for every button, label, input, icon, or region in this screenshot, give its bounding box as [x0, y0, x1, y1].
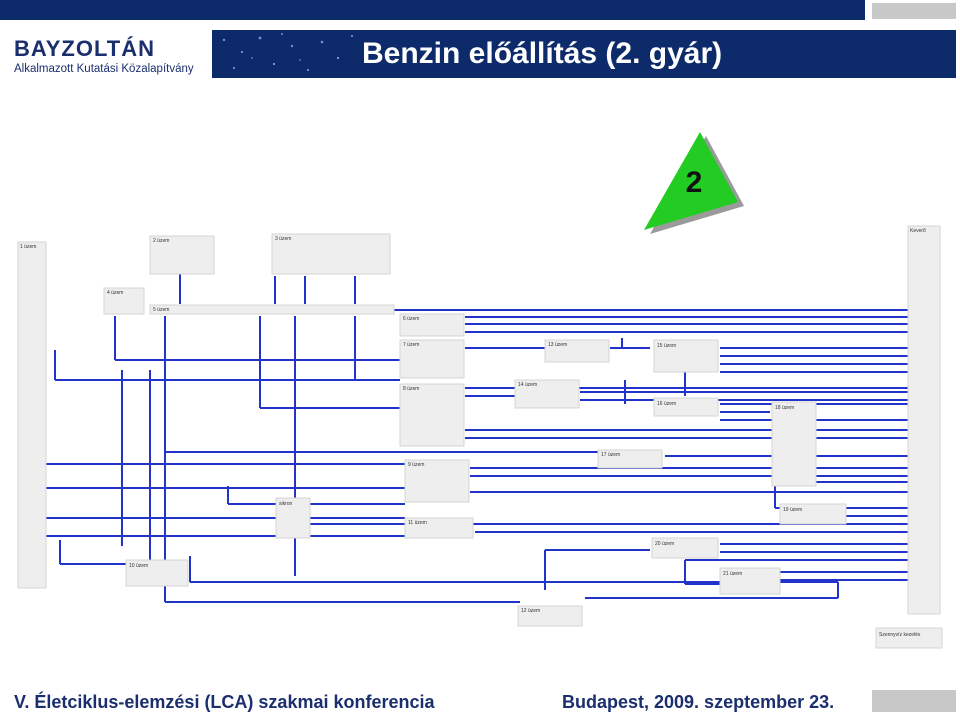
process-box: [719, 567, 781, 595]
process-box: [779, 503, 847, 525]
starfield-decoration: [222, 33, 368, 71]
process-flow-diagram: 1 üzem 2 üzem 3 üzem 4 üzem 5 üzem 6 üze…: [17, 225, 943, 649]
plant-number-badge: 2: [644, 132, 744, 234]
node-label: 11 üzem: [408, 520, 427, 526]
process-box: [544, 339, 610, 363]
node-label: 18 üzem: [775, 405, 794, 411]
node-label: Szennyvíz kezelés: [879, 632, 921, 638]
process-box: [907, 225, 941, 615]
node-label: 19 üzem: [783, 507, 802, 513]
process-box: [103, 287, 145, 315]
process-box: [404, 459, 470, 503]
process-box: [517, 605, 583, 627]
badge-label: 2: [686, 166, 703, 199]
node-label: 3 üzem: [275, 236, 291, 242]
process-box: [149, 304, 395, 315]
node-label: 16 üzem: [657, 401, 676, 407]
node-label: 6 üzem: [403, 316, 419, 322]
process-box: [125, 559, 189, 587]
node-label: 5 üzem: [153, 307, 169, 313]
title-banner: [212, 30, 956, 78]
node-label: Keverő: [910, 228, 926, 234]
process-box: [875, 627, 943, 649]
node-label: 9 üzem: [408, 462, 424, 468]
process-box: [399, 339, 465, 379]
process-box: [651, 537, 719, 559]
node-label: 14 üzem: [518, 382, 537, 388]
node-label: 17 üzem: [601, 452, 620, 458]
logo-subtitle: Alkalmazott Kutatási Közalapítvány: [14, 63, 194, 75]
process-boxes: 1 üzem 2 üzem 3 üzem 4 üzem 5 üzem 6 üze…: [17, 225, 943, 649]
node-label: 7 üzem: [403, 342, 419, 348]
process-box: [399, 313, 465, 337]
node-label: 10 üzem: [129, 563, 148, 569]
node-label: sikron: [279, 501, 293, 507]
process-box: [597, 449, 663, 469]
top-gray-block: [872, 3, 956, 19]
node-label: 2 üzem: [153, 238, 169, 244]
process-box: [514, 379, 580, 409]
process-box: [404, 517, 474, 539]
node-label: 15 üzem: [657, 343, 676, 349]
process-box: [271, 233, 391, 275]
node-label: 1 üzem: [20, 244, 36, 250]
logo-name: BAYZOLTÁN: [14, 36, 155, 61]
process-box: [399, 383, 465, 447]
node-label: 13 üzem: [548, 342, 567, 348]
node-label: 4 üzem: [107, 290, 123, 296]
logo: BAYZOLTÁN Alkalmazott Kutatási Közalapít…: [14, 36, 214, 80]
process-box: [149, 235, 215, 275]
badge-triangle: [644, 132, 738, 230]
footer-gray-block: [872, 690, 956, 712]
process-box: [653, 397, 719, 417]
page-title: Benzin előállítás (2. gyár): [362, 37, 723, 70]
process-box: [17, 241, 47, 589]
footer: V. Életciklus-elemzési (LCA) szakmai kon…: [0, 684, 960, 716]
top-bar: [0, 0, 865, 20]
node-label: 21 üzem: [723, 571, 742, 577]
process-box: [771, 401, 817, 487]
process-box: [653, 339, 719, 373]
node-label: 12 üzem: [521, 608, 540, 614]
node-label: 8 üzem: [403, 386, 419, 392]
footer-conference: V. Életciklus-elemzési (LCA) szakmai kon…: [14, 692, 435, 712]
process-box: [275, 497, 311, 539]
node-label: 20 üzem: [655, 541, 674, 547]
footer-date: Budapest, 2009. szeptember 23.: [562, 692, 835, 712]
